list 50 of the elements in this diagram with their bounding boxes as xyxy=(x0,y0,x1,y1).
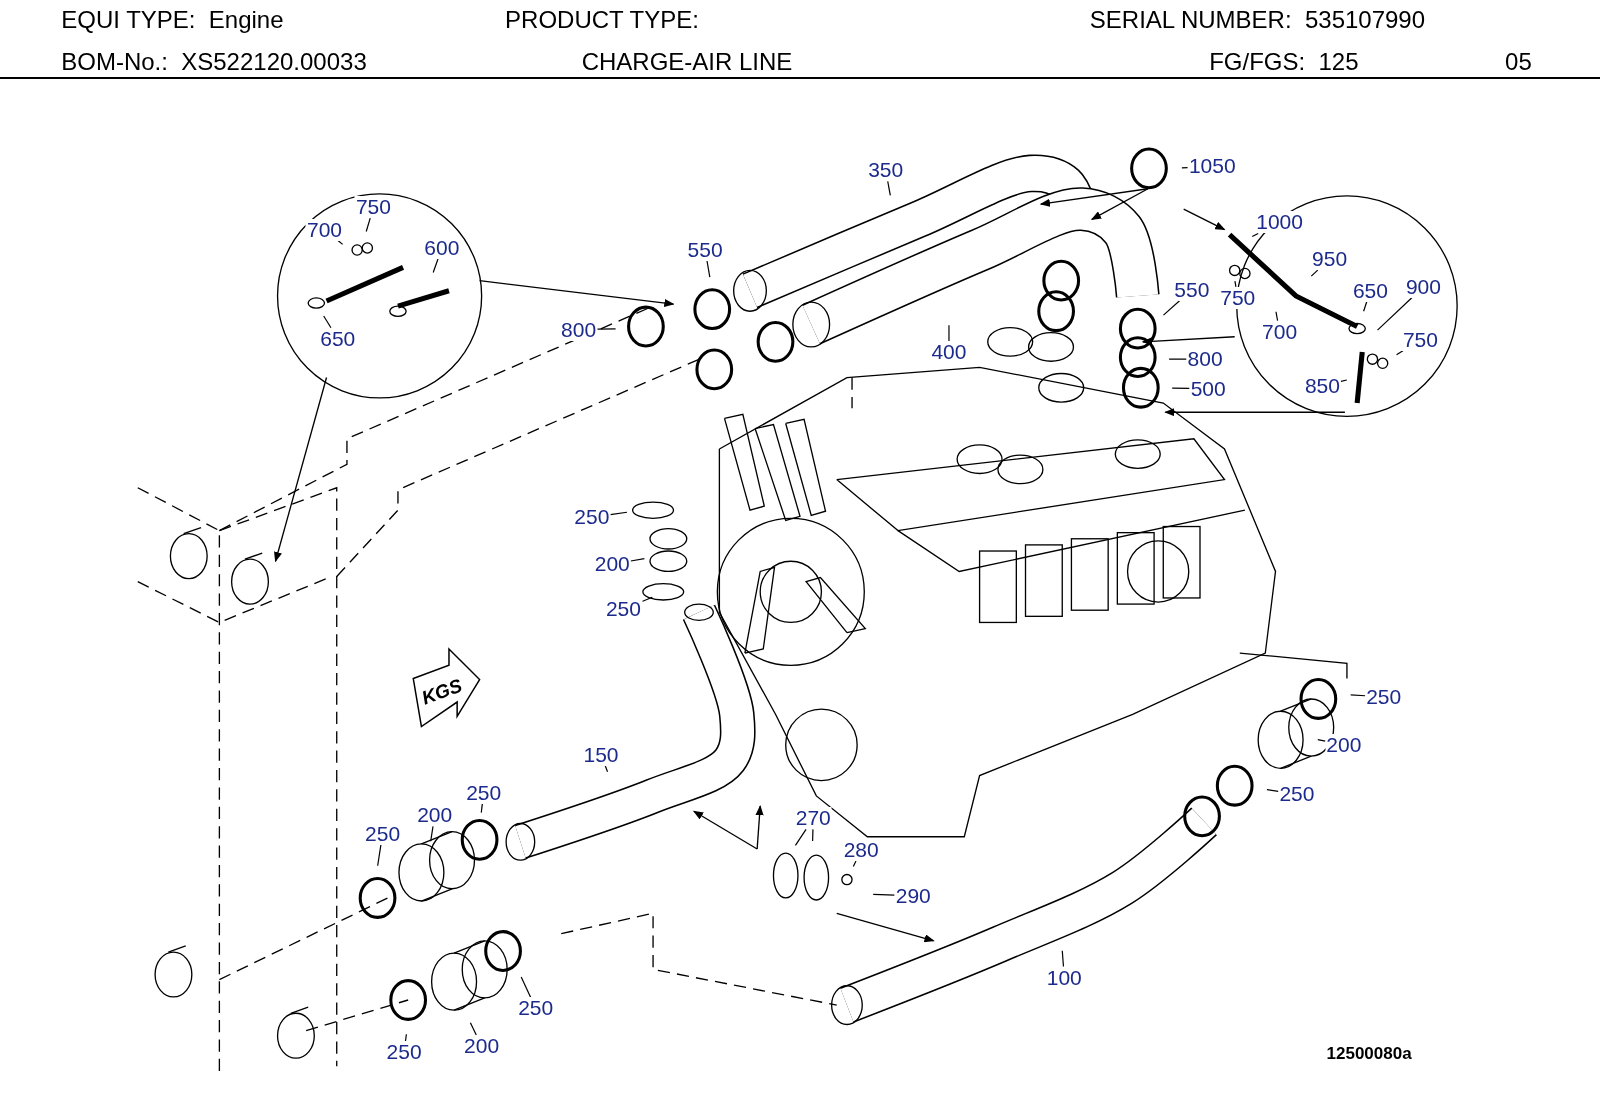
leader-line xyxy=(1171,387,1191,389)
leader-line xyxy=(1317,738,1326,742)
header-text: 05 xyxy=(1505,49,1532,76)
leader-line xyxy=(596,328,617,330)
leader-line xyxy=(430,825,434,842)
leader-line xyxy=(1061,950,1065,968)
leader-line xyxy=(604,765,609,773)
callout-number: 1000 xyxy=(1255,211,1304,234)
callout-number: 700 xyxy=(305,218,343,241)
header-text: FG/FGS: 125 xyxy=(1209,49,1359,76)
leader-line xyxy=(480,803,483,814)
drawing-number: 12500080a xyxy=(1326,1044,1412,1065)
leader-line xyxy=(630,557,645,562)
leader-line xyxy=(1181,167,1189,169)
leader-line xyxy=(520,976,532,998)
leader-line xyxy=(1266,789,1279,792)
leader-line xyxy=(1363,301,1368,312)
leader-line xyxy=(1340,379,1348,382)
header-text: BOM-No.: XS522120.00033 xyxy=(61,49,367,76)
leader-line xyxy=(872,893,896,896)
direction-label: KGS xyxy=(418,674,465,710)
leader-line xyxy=(1395,350,1404,356)
leader-line xyxy=(1168,358,1188,360)
header-text: CHARGE-AIR LINE xyxy=(581,49,793,76)
leader-line xyxy=(1376,297,1413,331)
leader-line xyxy=(706,260,711,278)
leader-line xyxy=(323,315,332,329)
header-text: EQUI TYPE: Engine xyxy=(61,7,284,34)
leader-line xyxy=(641,596,653,603)
leader-line xyxy=(1162,300,1181,316)
leader-line xyxy=(337,240,344,245)
leader-line xyxy=(432,258,439,274)
leader-line xyxy=(1251,232,1259,238)
leader-line xyxy=(365,217,371,233)
leader-line xyxy=(404,1033,407,1042)
leader-line xyxy=(852,860,857,867)
leader-line xyxy=(948,324,950,342)
leader-line xyxy=(1310,269,1319,277)
leader-line xyxy=(812,828,814,842)
leader-line xyxy=(1275,311,1279,322)
leader-line xyxy=(609,511,628,516)
leader-line xyxy=(377,844,382,867)
header-text: PRODUCT TYPE: xyxy=(505,7,699,34)
leader-line xyxy=(1234,280,1237,288)
leader-line xyxy=(887,180,891,196)
leader-line xyxy=(469,1022,477,1036)
header-text: SERIAL NUMBER: 535107990 xyxy=(1089,7,1426,34)
leader-line xyxy=(794,828,807,847)
callout-number: 750 xyxy=(1219,286,1257,309)
leader-line xyxy=(1350,694,1366,697)
